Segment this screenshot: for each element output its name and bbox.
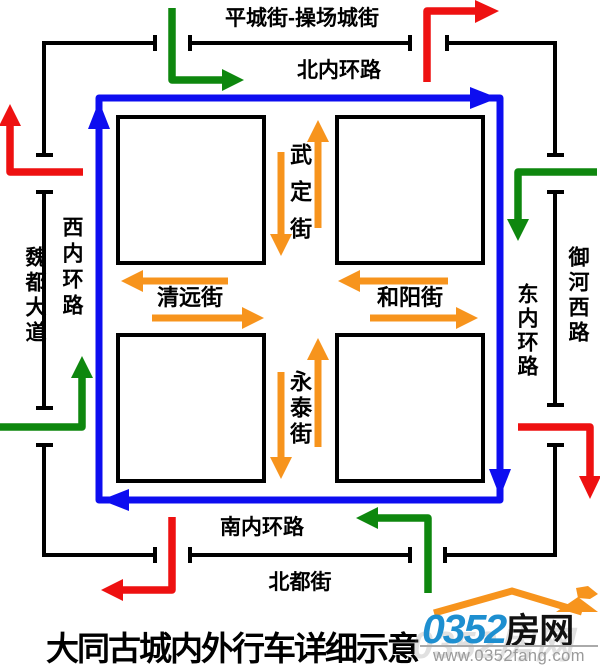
logo-roof-icon [433, 586, 598, 616]
red-turn-arrows [0, 0, 600, 601]
red-turn-top-left-shaft [6, 123, 83, 176]
red-turn-bottom-right-shaft [518, 423, 594, 477]
ring-arrow-down-icon [489, 469, 511, 497]
ring-arrow-up-icon [88, 101, 110, 129]
green-turn-arrows [0, 8, 597, 593]
road-marker-left-middle [36, 190, 53, 410]
label-north-ring: 北内环路 [297, 59, 381, 82]
ring-arrow-right-icon [470, 87, 498, 109]
site-logo: 0352房网 0352房网 www.0352fang.com [412, 586, 600, 665]
label-south-ring: 南内环路 [220, 516, 304, 539]
label-heyang-street: 和阳街 [376, 285, 444, 310]
logo-name: 房网 [505, 612, 574, 651]
green-turn-top-shaft [168, 8, 227, 84]
label-wuding-street: 武定街 [287, 143, 313, 254]
red-turn-bottom-right-arrow-icon [579, 476, 600, 499]
green-turn-top-arrow-icon [222, 69, 244, 91]
red-turn-top-right-arrow-icon [475, 0, 499, 23]
street-arrows [121, 120, 478, 479]
green-turn-left-arrow-icon [71, 356, 93, 378]
label-west-ring: 西内环路 [60, 216, 84, 320]
green-turn-right-shaft [514, 168, 597, 223]
green-turn-left-shaft [0, 375, 86, 431]
city-block-bottom-right [335, 333, 485, 483]
yongtai-up-arrow-icon [307, 338, 329, 360]
green-turn-bottom-shaft [374, 514, 432, 593]
road-marker-top-right [445, 35, 564, 157]
ring-arrow-left-icon [101, 489, 129, 511]
logo-number: 0352 [422, 606, 507, 652]
green-turn-bottom-arrow-icon [356, 507, 378, 529]
logo-url: www.0352fang.com [420, 645, 598, 665]
road-marker-bottom-center [188, 547, 412, 563]
inner-ring-route [88, 87, 511, 511]
label-beidu-street: 北都街 [268, 571, 332, 594]
label-top-street: 平城街-操场城街 [225, 7, 379, 30]
label-east-ring: 东内环路 [515, 283, 539, 379]
road-marker-top-center [188, 35, 412, 51]
label-yongtai-street: 永泰街 [287, 370, 313, 448]
road-marker-bottom-right [443, 443, 564, 563]
road-marker-top-left [36, 35, 157, 157]
road-marker-right-middle [547, 190, 564, 407]
qingyuan-left-arrow-icon [121, 270, 143, 292]
red-turn-top-left-arrow-icon [0, 104, 21, 126]
road-marker-bottom-left [36, 443, 157, 563]
red-turn-bottom-left-shaft [121, 517, 176, 594]
qingyuan-right-arrow-icon [242, 307, 264, 329]
wuding-up-arrow-icon [307, 120, 329, 142]
yongtai-down-arrow-icon [270, 457, 292, 479]
wuding-down-arrow-icon [270, 234, 292, 256]
heyang-left-arrow-icon [338, 270, 360, 292]
green-turn-right-arrow-icon [507, 219, 529, 241]
city-block-top-left [116, 115, 266, 265]
label-yuhe-west-road: 御河西路 [566, 246, 590, 346]
logo-text: 0352房网 [422, 603, 574, 654]
red-turn-top-right-shaft [423, 7, 477, 82]
heyang-right-arrow-icon [456, 307, 478, 329]
city-block-top-right [335, 115, 485, 265]
label-weidu-avenue: 魏都大道 [23, 246, 47, 346]
label-qingyuan-street: 清远街 [156, 285, 224, 310]
red-turn-bottom-left-arrow-icon [101, 579, 123, 601]
city-block-bottom-left [116, 333, 266, 483]
diagram-title: 大同古城内外行车详细示意 [46, 630, 420, 665]
city-blocks [116, 115, 485, 483]
outer-road-markers [36, 35, 564, 563]
inner-ring-loop [95, 94, 504, 504]
